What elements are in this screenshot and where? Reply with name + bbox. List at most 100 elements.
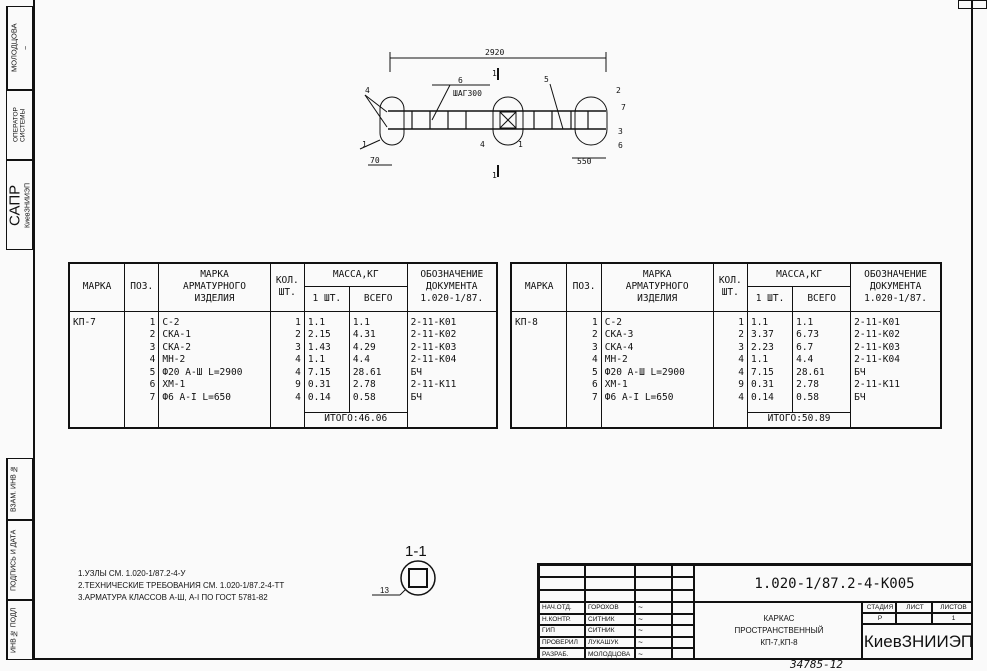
stage-label: СТАДИЯ: [862, 602, 896, 613]
note: 1.УЗЛЫ СМ. 1.020-1/87.2-4-У: [78, 569, 186, 578]
col-total: ВСЕГО: [348, 285, 408, 312]
col-one: 1 ШТ.: [303, 285, 350, 312]
date-cell: [672, 636, 694, 649]
inv-replace-label: ВЗАМ. ИНВ №: [7, 459, 20, 519]
svg-text:1: 1: [518, 140, 523, 149]
blank-cell: [672, 565, 694, 578]
sum-cell: ИТОГО:50.89: [746, 411, 852, 429]
length-dim: 2920: [485, 48, 504, 57]
one-cell: 1.1 2.15 1.43 1.1 7.15 0.31 0.14: [303, 311, 350, 412]
total-cell: 1.1 6.73 6.7 4.4 28.61 2.78 0.58: [792, 311, 852, 412]
role-cell: ГИП: [539, 625, 585, 637]
svg-text:1: 1: [492, 171, 497, 180]
drawing-frame: [33, 0, 973, 660]
blank-cell: [585, 577, 635, 590]
marka-cell: КП-7: [68, 311, 126, 428]
section-view-label: 1-1: [405, 543, 427, 560]
blank-cell: [635, 577, 672, 590]
sheet-label: ЛИСТ: [896, 602, 932, 613]
name-cell: МОЛОДЦОВА: [585, 648, 635, 660]
notes: 1.УЗЛЫ СМ. 1.020-1/87.2-4-У 2.ТЕХНИЧЕСКИ…: [78, 568, 284, 604]
svg-text:7: 7: [621, 103, 626, 112]
svg-text:3: 3: [618, 127, 623, 136]
role-cell: НАЧ.ОТД.: [539, 602, 585, 614]
item-cell: С-2 СКА-1 СКА-2 МН-2 Ф20 А-Ш L=2900 ХМ-1…: [158, 311, 271, 428]
col-one: 1 ШТ.: [746, 285, 794, 312]
org-label: КиевЗНИИЭП: [24, 182, 32, 228]
name-cell: ГОРОХОВ: [585, 602, 635, 614]
sign-date-label: ПОДПИСЬ И ДАТА: [7, 521, 20, 599]
poz-cell: 1 2 3 4 5 6 7: [566, 311, 602, 428]
date-cell: [672, 602, 694, 614]
item-cell: С-2 СКА-3 СКА-4 МН-2 Ф20 А-Ш L=2900 ХМ-1…: [600, 311, 714, 428]
svg-text:6: 6: [458, 76, 463, 85]
sheet-value: [896, 613, 932, 624]
name-cell: СИТНИК: [585, 625, 635, 637]
name-cell: ЛУКАШУК: [585, 636, 635, 649]
doc-cell: 2-11-К01 2-11-К02 2-11-К03 2-11-К04 БЧ 2…: [850, 311, 942, 428]
signature-cell: ~: [635, 602, 672, 614]
stage-value: Р: [862, 613, 896, 624]
col-qty: КОЛ.ШТ.: [712, 262, 748, 312]
sheets-label: ЛИСТОВ: [932, 602, 973, 613]
org-name: КиевЗНИИЭП: [862, 624, 973, 660]
svg-text:13: 13: [380, 586, 389, 595]
col-marka: МАРКА: [510, 262, 568, 312]
blank-cell: [672, 589, 694, 602]
signature-cell: ~: [635, 613, 672, 626]
role-cell: РАЗРАБ.: [539, 648, 585, 660]
role-cell: Н.КОНТР.: [539, 613, 585, 626]
dim-left: 70: [370, 156, 380, 165]
col-qty: КОЛ.ШТ.: [269, 262, 305, 312]
note: 3.АРМАТУРА КЛАССОВ А-Ш, А-I ПО ГОСТ 5781…: [78, 593, 268, 602]
blank-cell: [635, 565, 672, 578]
inv-orig-label: ИНВ № ПОДЛ: [7, 601, 20, 659]
step-label: ШАГ300: [453, 89, 482, 98]
one-cell: 1.1 3.37 2.23 1.1 7.15 0.31 0.14: [746, 311, 794, 412]
signature-cell: ~: [635, 636, 672, 649]
svg-text:1: 1: [362, 140, 367, 149]
signature-cell: ~: [635, 648, 672, 660]
col-mass: МАССА,КГ: [303, 262, 408, 287]
stamp-sign-date: ПОДПИСЬ И ДАТА: [6, 520, 33, 600]
stamp-inv-replace: ВЗАМ. ИНВ №: [6, 458, 33, 520]
blank-cell: [539, 589, 585, 602]
sum-cell: ИТОГО:46.06: [303, 411, 408, 429]
operator-label: ОПЕРАТОР СИСТЕМЫ: [12, 107, 27, 143]
doc-cell: 2-11-К01 2-11-К02 2-11-К03 2-11-К04 БЧ 2…: [406, 311, 498, 428]
note: 2.ТЕХНИЧЕСКИЕ ТРЕБОВАНИЯ СМ. 1.020-1/87.…: [78, 581, 285, 590]
svg-text:5: 5: [544, 75, 549, 84]
col-poz: ПОЗ.: [124, 262, 160, 312]
doc-number: 1.020-1/87.2-4-К005: [694, 565, 973, 602]
col-total: ВСЕГО: [792, 285, 852, 312]
signature: ~: [23, 45, 30, 51]
blank-cell: [672, 577, 694, 590]
sheets-value: 1: [932, 613, 973, 624]
sapr-label: САПР: [6, 184, 24, 226]
total-cell: 1.1 4.31 4.29 4.4 28.61 2.78 0.58: [348, 311, 408, 412]
blank-cell: [585, 565, 635, 578]
blank-cell: [539, 577, 585, 590]
blank-cell: [585, 589, 635, 602]
role-cell: ПРОВЕРИЛ: [539, 636, 585, 649]
title-block: НАЧ.ОТД. ГОРОХОВ ~ Н.КОНТР. СИТНИК ~ ГИП…: [537, 563, 973, 660]
qty-cell: 1 2 3 4 4 9 4: [269, 311, 305, 428]
svg-text:1: 1: [492, 69, 497, 78]
name-cell: СИТНИК: [585, 613, 635, 626]
date-cell: [672, 613, 694, 626]
stamp-inv-orig: ИНВ № ПОДЛ: [6, 600, 33, 660]
date-cell: [672, 625, 694, 637]
qty-cell: 1 2 3 4 4 9 4: [712, 311, 748, 428]
signature-cell: ~: [635, 625, 672, 637]
col-mass: МАССА,КГ: [746, 262, 852, 287]
corner-box: [958, 0, 987, 9]
